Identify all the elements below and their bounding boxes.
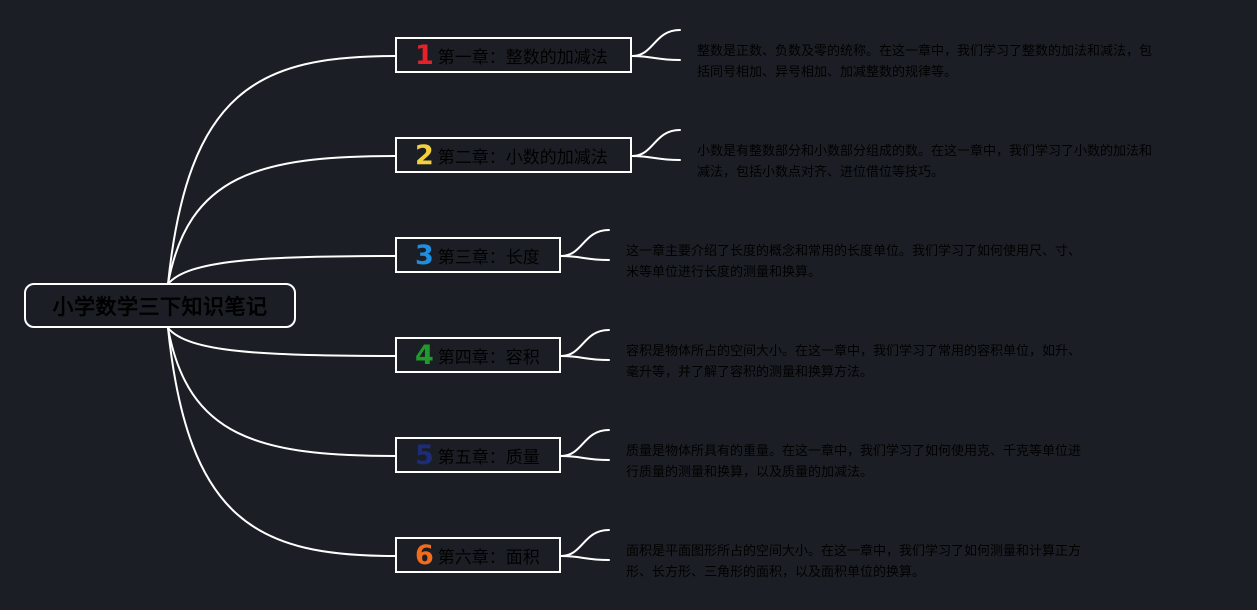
chapter-1-node[interactable]: 1 第一章：整数的加减法 (395, 37, 632, 73)
chapter-2-description-line: 小数是有整数部分和小数部分组成的数。在这一章中，我们学习了小数的加法和 (697, 144, 1153, 159)
description-connector-upper-1 (631, 29, 681, 57)
description-connector-lower-5 (560, 455, 610, 461)
description-connector-lower-3 (560, 255, 610, 261)
description-connector-lower-6 (560, 555, 610, 561)
branch-connector-6 (167, 327, 396, 557)
branch-connector-5 (167, 327, 396, 457)
chapter-4-number: 4 (415, 339, 434, 371)
description-connector-upper-5 (560, 429, 610, 457)
chapter-6-title: 第六章：面积 (437, 547, 540, 568)
chapter-6-description-line: 形、长方形、三角形的面积，以及面积单位的换算。 (626, 565, 926, 580)
chapter-5-description: 质量是物体所具有的重量。在这一章中，我们学习了如何使用克、千克等单位进 行质量的… (626, 441, 1081, 483)
chapter-1-description-line: 整数是正数、负数及零的统称。在这一章中，我们学习了整数的加法和减法，包 (697, 44, 1153, 59)
root-topic-label: 小学数学三下知识笔记 (52, 294, 268, 319)
chapter-3-description-line: 这一章主要介绍了长度的概念和常用的长度单位。我们学习了如何使用尺、寸、 (626, 244, 1082, 259)
description-connector-upper-4 (560, 329, 610, 357)
chapter-4-description-line: 毫升等，并了解了容积的测量和换算方法。 (626, 365, 874, 380)
chapter-6-description-line: 面积是平面图形所占的空间大小。在这一章中，我们学习了如何测量和计算正方 (626, 544, 1082, 559)
chapter-3-description-line: 米等单位进行长度的测量和换算。 (626, 265, 822, 280)
root-topic[interactable]: 小学数学三下知识笔记 (24, 283, 296, 328)
chapter-2-node[interactable]: 2 第二章：小数的加减法 (395, 137, 632, 173)
branch-connector-3 (167, 255, 396, 285)
chapter-2-number: 2 (415, 139, 434, 171)
chapter-4-title: 第四章：容积 (437, 347, 540, 368)
chapter-5-description-line: 行质量的测量和换算，以及质量的加减法。 (626, 465, 874, 480)
chapter-2-title: 第二章：小数的加减法 (437, 147, 608, 168)
chapter-3-title: 第三章：长度 (437, 247, 540, 268)
chapter-1-number: 1 (415, 39, 434, 71)
chapter-1-description: 整数是正数、负数及零的统称。在这一章中，我们学习了整数的加法和减法，包 括同号相… (697, 41, 1152, 83)
chapter-2-description-line: 减法，包括小数点对齐、进位借位等技巧。 (697, 165, 945, 180)
chapter-4-description-line: 容积是物体所占的空间大小。在这一章中，我们学习了常用的容积单位，如升、 (626, 344, 1082, 359)
branch-connector-4 (167, 327, 396, 357)
chapter-1-title: 第一章：整数的加减法 (437, 47, 608, 68)
chapter-5-title: 第五章：质量 (437, 447, 540, 468)
chapter-6-description: 面积是平面图形所占的空间大小。在这一章中，我们学习了如何测量和计算正方 形、长方… (626, 541, 1081, 583)
chapter-2-description: 小数是有整数部分和小数部分组成的数。在这一章中，我们学习了小数的加法和 减法，包… (697, 141, 1152, 183)
chapter-5-number: 5 (415, 439, 434, 471)
chapter-1-description-line: 括同号相加、异号相加、加减整数的规律等。 (697, 65, 958, 80)
description-connector-upper-3 (560, 229, 610, 257)
chapter-5-node[interactable]: 5 第五章：质量 (395, 437, 561, 473)
description-connector-lower-2 (631, 155, 681, 161)
chapter-6-number: 6 (415, 539, 434, 571)
chapter-3-node[interactable]: 3 第三章：长度 (395, 237, 561, 273)
chapter-3-number: 3 (415, 239, 434, 271)
chapter-6-node[interactable]: 6 第六章：面积 (395, 537, 561, 573)
chapter-3-description: 这一章主要介绍了长度的概念和常用的长度单位。我们学习了如何使用尺、寸、 米等单位… (626, 241, 1081, 283)
chapter-5-description-line: 质量是物体所具有的重量。在这一章中，我们学习了如何使用克、千克等单位进 (626, 444, 1082, 459)
description-connector-upper-2 (631, 129, 681, 157)
chapter-4-node[interactable]: 4 第四章：容积 (395, 337, 561, 373)
branch-connector-2 (167, 155, 396, 285)
chapter-4-description: 容积是物体所占的空间大小。在这一章中，我们学习了常用的容积单位，如升、 毫升等，… (626, 341, 1081, 383)
description-connector-upper-6 (560, 529, 610, 557)
description-connector-lower-1 (631, 55, 681, 61)
description-connector-lower-4 (560, 355, 610, 361)
branch-connector-1 (167, 55, 396, 285)
